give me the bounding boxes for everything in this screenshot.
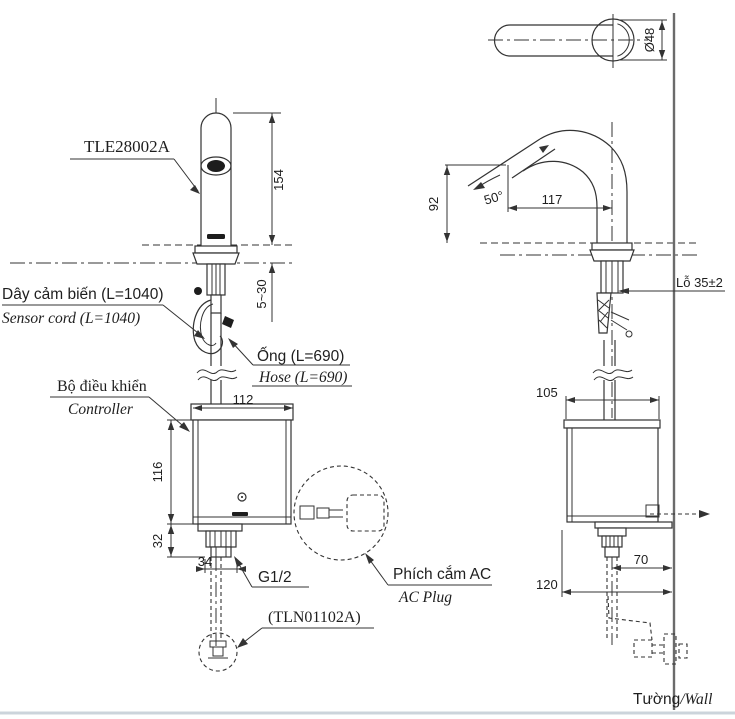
- dim-outlet-height: 92: [426, 164, 506, 243]
- dim-controller-to-wall-text: 120: [536, 577, 558, 592]
- ac-plug-icon: [299, 494, 385, 532]
- hose-vi-text: Ống (L=690): [257, 347, 344, 365]
- wall-feedthrough-arrow: [650, 510, 710, 518]
- centerlines: [215, 39, 648, 646]
- dim-spout-diameter-text: Ø48: [642, 28, 657, 53]
- wall-vi-text: Tường: [633, 691, 680, 708]
- top-view-spout: [493, 14, 635, 68]
- dim-spout-reach: 117: [507, 165, 612, 212]
- dim-spout-angle-text: 50°: [482, 188, 505, 208]
- ac-plug-en-text: AC Plug: [398, 589, 452, 606]
- label-hose: Ống (L=690) Hose (L=690): [228, 338, 352, 387]
- label-sensor-cord: Dây cảm biến (L=1040) Sensor cord (L=104…: [2, 286, 205, 339]
- dim-controller-depth-text: 105: [536, 385, 558, 400]
- label-controller: Bộ điều khiển Controller: [50, 378, 190, 432]
- label-wall: Tường/Wall: [633, 691, 712, 708]
- dim-deck-thickness-text: 5~30: [254, 279, 269, 308]
- dim-shank-length: 32: [150, 524, 205, 558]
- label-product-code: TLE28002A: [70, 137, 200, 194]
- dim-controller-height-text: 116: [150, 462, 165, 483]
- dim-spout-reach-text: 117: [542, 192, 563, 207]
- spout-side-view: [467, 129, 628, 243]
- stop-valve-code-text: (TLN01102A): [268, 609, 361, 626]
- ac-plug-detail: [293, 465, 389, 561]
- controller-vi-text: Bộ điều khiển: [57, 378, 147, 395]
- label-ac-plug: Phích cắm AC AC Plug: [365, 553, 492, 606]
- controller-front-view: [190, 403, 294, 558]
- sensor-cord-en-text: Sensor cord (L=1040): [2, 310, 140, 327]
- thread-size-text: G1/2: [258, 569, 292, 586]
- counter-reference-lines: [10, 242, 697, 264]
- dim-pipe-to-wall: 70: [612, 552, 672, 571]
- dim-spout-height-text: 154: [271, 169, 286, 191]
- hose-en-text: Hose (L=690): [258, 369, 347, 386]
- label-thread-size: G1/2: [234, 556, 309, 588]
- dim-pipe-to-wall-text: 70: [634, 552, 648, 567]
- dim-outlet-height-text: 92: [426, 197, 441, 211]
- dim-spout-height: 154: [233, 112, 286, 245]
- dim-spout-angle: 50°: [473, 174, 505, 208]
- sensor-eye-icon: [207, 160, 225, 172]
- controller-side-view: [563, 419, 673, 558]
- ac-plug-vi-text: Phích cắm AC: [393, 566, 491, 583]
- dim-shank-width-text: 34: [198, 554, 212, 569]
- dim-controller-depth: 105: [536, 385, 660, 419]
- dim-spout-diameter: Ø48: [620, 19, 667, 61]
- controller-en-text: Controller: [68, 401, 134, 418]
- dim-shank-length-text: 32: [150, 534, 165, 548]
- product-code-text: TLE28002A: [84, 137, 171, 156]
- dim-controller-width-text: 112: [233, 392, 254, 407]
- sensor-cord-vi-text: Dây cảm biến (L=1040): [2, 286, 164, 303]
- hole-spec-text: Lỗ 35±2: [676, 275, 723, 290]
- under-deck-assembly-front: [192, 263, 238, 404]
- label-stop-valve-code: (TLN01102A): [237, 609, 374, 648]
- indicator-led-icon: [237, 492, 247, 502]
- faucet-front-view: [192, 112, 240, 265]
- shank-side-view: [589, 242, 635, 420]
- wall-label-text: Tường/Wall: [633, 691, 712, 708]
- label-hole-spec: Lỗ 35±2: [618, 275, 725, 294]
- dim-deck-thickness: 5~30: [254, 263, 276, 322]
- dim-controller-width: 112: [193, 392, 293, 411]
- power-cord-dashed: [607, 595, 688, 665]
- stop-valve-detail: [198, 632, 238, 672]
- dim-controller-height: 116: [150, 419, 193, 525]
- wall-en-text: /Wall: [679, 691, 712, 708]
